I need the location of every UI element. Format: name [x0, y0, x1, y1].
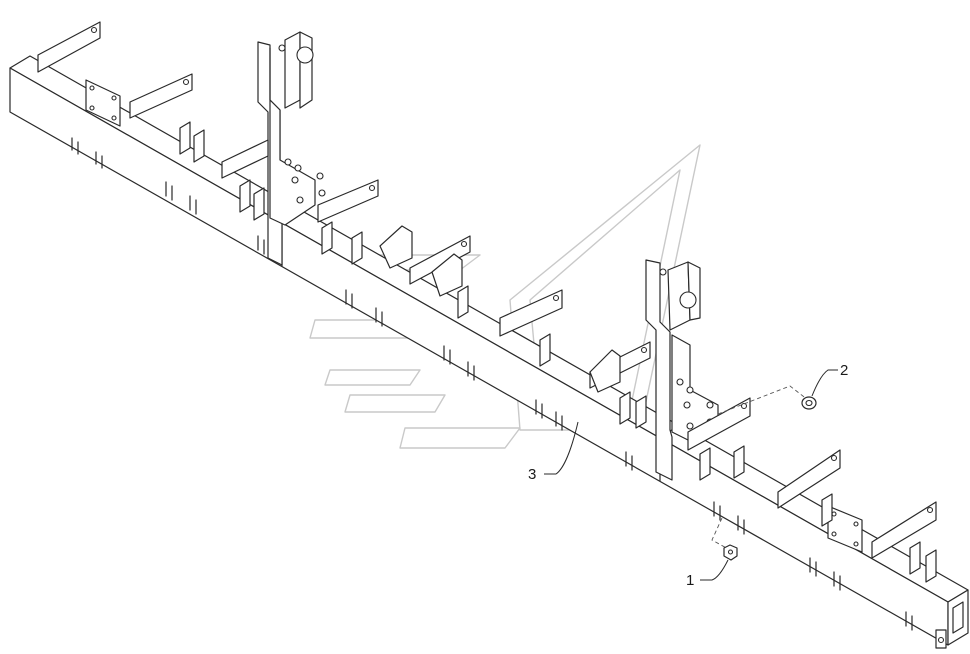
- part-1-nut: [711, 517, 738, 561]
- left-mount-bracket: [257, 31, 326, 266]
- callout-2: 2: [811, 362, 848, 397]
- callout-3-label: 3: [528, 466, 536, 483]
- main-beam: [9, 55, 969, 649]
- callout-1: 1: [686, 559, 729, 589]
- right-mount-bracket: [645, 259, 719, 481]
- callout-2-label: 2: [840, 362, 848, 379]
- square-plates: [85, 79, 863, 553]
- underside-legs: [71, 137, 913, 631]
- flat-plates: [37, 21, 937, 559]
- top-tabs: [179, 121, 937, 583]
- callout-1-label: 1: [686, 572, 694, 589]
- callout-3: 3: [528, 421, 579, 483]
- part-2-washer: [717, 385, 817, 415]
